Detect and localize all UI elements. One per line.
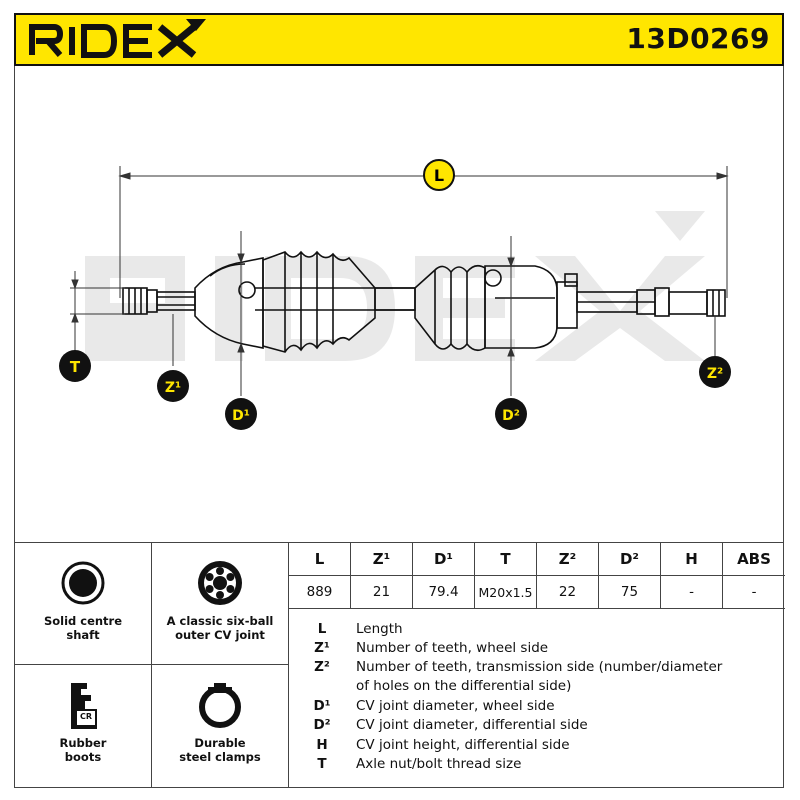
spec-header-H: H [661,543,723,576]
feature-label-line2: steel clamps [179,750,261,764]
svg-text:T: T [70,358,81,376]
legend-text: CV joint diameter, wheel side [356,698,555,714]
label-T: T [59,350,91,382]
svg-text:D²: D² [502,408,520,424]
legend-code: Z² [314,659,330,675]
feature-rubber-boots: CR Rubber boots [15,665,152,787]
spec-value-Z2: 22 [537,576,599,609]
watermark-logo [85,211,705,361]
spec-header-Z1: Z¹ [351,543,413,576]
feature-label-line2: shaft [66,628,100,642]
svg-text:Z²: Z² [707,366,723,382]
spec-header-D2: D² [599,543,661,576]
label-L: L [423,159,455,191]
leader-lines [70,231,716,396]
spec-header-Z2: Z² [537,543,599,576]
spec-panel: Solid centre shaft A classic [14,542,785,789]
feature-label-line1: A classic six-ball [166,614,274,628]
spec-value-D1: 79.4 [413,576,475,609]
technical-drawing: L T Z¹ D¹ D² Z² [14,66,784,542]
feature-label-line1: Solid centre [43,614,123,628]
legend-text: Number of teeth, wheel side [356,640,549,656]
feature-label-line2: boots [64,750,102,764]
part-number: 13D0269 [626,22,770,55]
cr-badge: CR [79,712,93,721]
feature-label-line1: Rubber [59,736,107,750]
spec-header-D1: D¹ [413,543,475,576]
legend-text: of holes on the differential side) [356,678,572,694]
feature-label-line1: Durable [194,736,246,750]
label-D1: D¹ [225,398,257,430]
feature-six-ball-joint: A classic six-ball outer CV joint [152,543,289,665]
spec-value-Z1: 21 [351,576,413,609]
legend-text: Number of teeth, transmission side (numb… [356,659,723,675]
spec-legend: L Length Z¹ Number of teeth, wheel side … [289,609,785,789]
solid-shaft-icon [15,557,151,609]
spec-table: L Z¹ D¹ T Z² D² H ABS 889 21 79.4 M20x1.… [289,543,785,609]
legend-code: D² [313,717,331,733]
spec-value-ABS: - [723,576,785,609]
legend-code: T [317,756,327,772]
legend-text: Axle nut/bolt thread size [356,756,522,772]
rubber-boot-icon [15,679,151,731]
brand-logo [29,19,206,58]
feature-label-line2: outer CV joint [175,628,265,642]
legend-code: Z¹ [314,640,330,656]
steel-clamp-icon [152,679,288,731]
spec-value-H: - [661,576,723,609]
spec-value-D2: 75 [599,576,661,609]
feature-steel-clamps: Durable steel clamps [152,665,289,787]
spec-value-T: M20x1.5 [475,576,537,609]
spec-value-L: 889 [289,576,351,609]
spec-header-L: L [289,543,351,576]
label-D2: D² [495,398,527,430]
svg-text:D¹: D¹ [232,408,250,424]
legend-text: Length [356,621,403,637]
label-Z1: Z¹ [157,370,189,402]
legend-code: D¹ [313,698,331,714]
spec-header-ABS: ABS [723,543,785,576]
legend-text: CV joint diameter, differential side [356,717,588,733]
svg-text:L: L [434,166,444,185]
header-bar: 13D0269 [14,13,784,66]
feature-solid-shaft: Solid centre shaft [15,543,152,665]
six-ball-joint-icon [152,557,288,609]
legend-code: H [316,737,328,753]
legend-code: L [317,621,327,637]
label-Z2: Z² [699,356,731,388]
spec-header-T: T [475,543,537,576]
svg-text:Z¹: Z¹ [165,380,181,396]
drive-shaft-outline [122,250,726,353]
legend-text: CV joint height, differential side [356,737,570,753]
drive-shaft-diagram: L T Z¹ D¹ D² Z² [59,159,731,430]
